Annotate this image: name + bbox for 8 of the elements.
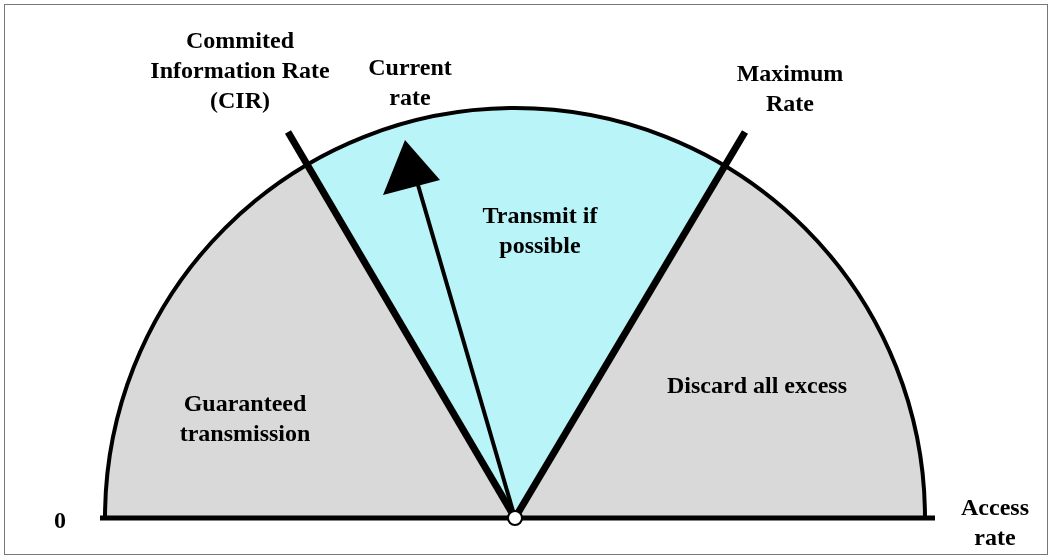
sector-label: Guaranteed transmission xyxy=(179,390,311,446)
rate-label: Commited Information Rate (CIR) xyxy=(149,26,331,115)
axis-label: Access rate xyxy=(960,493,1030,552)
rate-label: Current rate xyxy=(367,53,453,112)
sector-label: Discard all excess xyxy=(667,372,847,398)
axis-label: 0 xyxy=(53,506,67,535)
sector-label: Transmit if possible xyxy=(482,202,598,258)
rate-label: Maximum Rate xyxy=(735,59,845,118)
